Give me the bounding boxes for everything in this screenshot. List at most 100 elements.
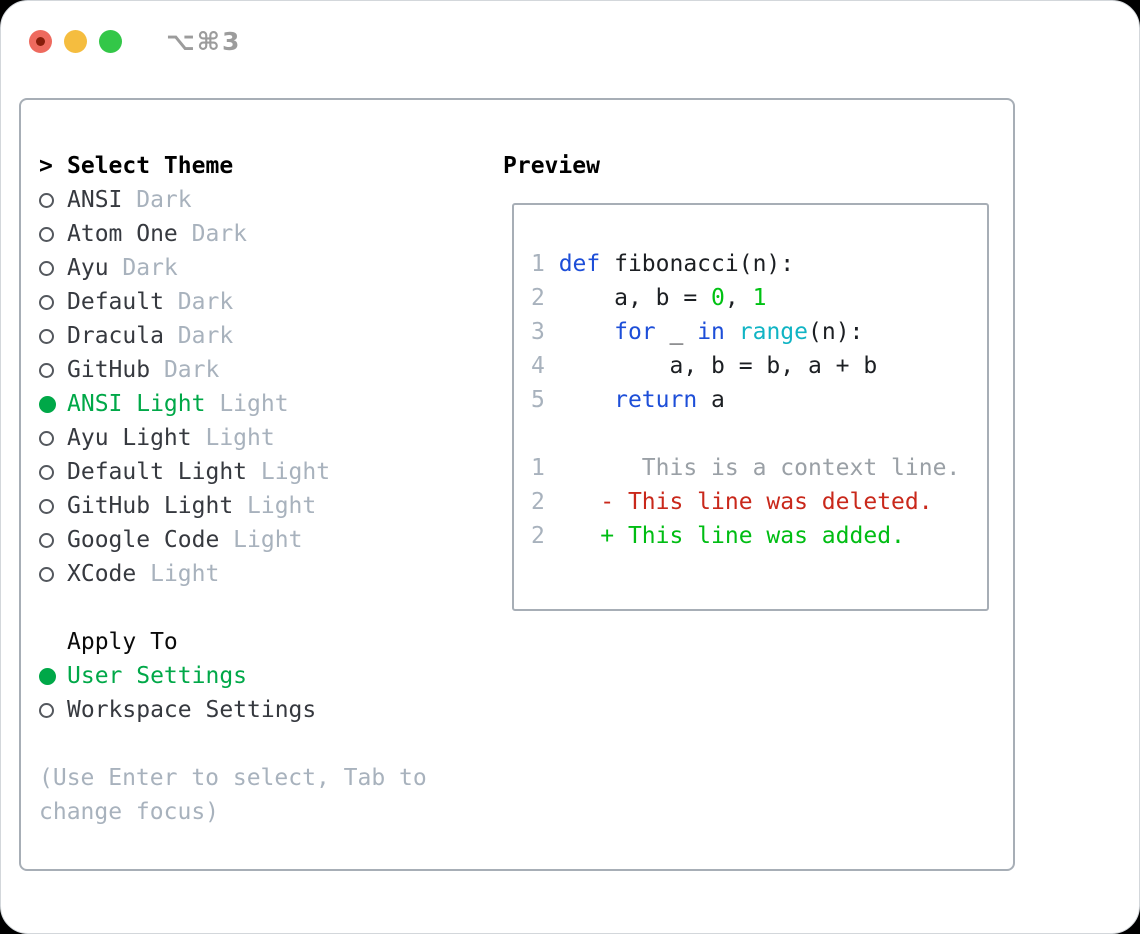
line-number: 1 bbox=[531, 455, 559, 481]
focus-arrow-icon: > bbox=[39, 153, 53, 179]
diff-line: 2 + This line was added. bbox=[531, 523, 905, 549]
hint: (Use Enter to select, Tab to change focus… bbox=[39, 761, 427, 829]
theme-option-tag: Light bbox=[205, 391, 289, 417]
theme-option-label: Ayu Light bbox=[67, 425, 192, 451]
theme-option[interactable]: Default Dark bbox=[39, 285, 427, 319]
theme-option-label: Ayu bbox=[67, 255, 109, 281]
line-number: 2 bbox=[531, 523, 559, 549]
radio-unselected-icon bbox=[39, 328, 54, 344]
theme-option-label: XCode bbox=[67, 561, 137, 587]
select-theme-title: Select Theme bbox=[67, 153, 234, 179]
apply-to-title: Apply To bbox=[67, 629, 178, 655]
theme-option-label: GitHub bbox=[67, 357, 151, 383]
preview-box: 1 def fibonacci(n): 2 a, b = 0, 1 3 for _ … bbox=[512, 203, 989, 611]
radio-unselected-icon bbox=[39, 294, 54, 310]
preview-diff: 1 This is a context line. 2 - This line w… bbox=[531, 451, 987, 553]
code-line: 3 for _ in range(n): bbox=[531, 319, 864, 345]
spacer bbox=[531, 417, 987, 451]
window-title: ⌥⌘3 bbox=[166, 27, 242, 56]
radio-icon bbox=[39, 498, 67, 514]
code-line: 2 a, b = 0, 1 bbox=[531, 285, 767, 311]
theme-option[interactable]: GitHub Light Light bbox=[39, 489, 427, 523]
line-number: 1 bbox=[531, 251, 559, 277]
theme-option-tag: Light bbox=[219, 527, 303, 553]
line-number: 5 bbox=[531, 387, 559, 413]
theme-option-label: Default bbox=[67, 289, 164, 315]
apply-option[interactable]: User Settings bbox=[39, 659, 427, 693]
preview-code: 1 def fibonacci(n): 2 a, b = 0, 1 3 for _ … bbox=[531, 247, 987, 417]
code-line: 5 return a bbox=[531, 387, 725, 413]
theme-option-label: ANSI bbox=[67, 187, 123, 213]
titlebar: ⌥⌘3 bbox=[29, 27, 241, 56]
theme-option[interactable]: Ayu Light Light bbox=[39, 421, 427, 455]
radio-icon bbox=[39, 260, 67, 276]
theme-option[interactable]: ANSI Dark bbox=[39, 183, 427, 217]
theme-option-label: Google Code bbox=[67, 527, 220, 553]
radio-unselected-icon bbox=[39, 702, 54, 718]
radio-icon bbox=[39, 430, 67, 446]
theme-option-tag: Dark bbox=[163, 289, 234, 315]
diff-line: 2 - This line was deleted. bbox=[531, 489, 933, 515]
theme-option-label: ANSI Light bbox=[67, 391, 206, 417]
radio-selected-icon bbox=[39, 667, 56, 685]
theme-option[interactable]: Ayu Dark bbox=[39, 251, 427, 285]
theme-option[interactable]: Atom One Dark bbox=[39, 217, 427, 251]
apply-option[interactable]: Workspace Settings bbox=[39, 693, 427, 727]
radio-unselected-icon bbox=[39, 430, 54, 446]
theme-option-tag: Light bbox=[233, 493, 317, 519]
theme-option-tag: Dark bbox=[177, 221, 248, 247]
radio-unselected-icon bbox=[39, 498, 54, 514]
preview-title: Preview bbox=[503, 153, 600, 179]
theme-option[interactable]: XCode Light bbox=[39, 557, 427, 591]
apply-option-label: User Settings bbox=[67, 663, 248, 689]
theme-option-tag: Dark bbox=[150, 357, 220, 383]
select-theme-header: > Select Theme bbox=[39, 149, 427, 183]
radio-unselected-icon bbox=[39, 226, 54, 242]
theme-option-tag: Light bbox=[191, 425, 275, 451]
line-number: 4 bbox=[531, 353, 559, 379]
hint-text: (Use Enter to select, Tab to bbox=[39, 765, 427, 791]
theme-option[interactable]: Default Light Light bbox=[39, 455, 427, 489]
line-number: 2 bbox=[531, 285, 559, 311]
theme-option-label: Dracula bbox=[67, 323, 164, 349]
apply-to-header: Apply To bbox=[39, 625, 427, 659]
theme-option[interactable]: GitHub Dark bbox=[39, 353, 427, 387]
radio-icon bbox=[39, 702, 67, 718]
radio-icon bbox=[39, 532, 67, 548]
radio-unselected-icon bbox=[39, 566, 54, 582]
theme-option-tag: Light bbox=[247, 459, 331, 485]
theme-option-label: Atom One bbox=[67, 221, 178, 247]
diff-line: 1 This is a context line. bbox=[531, 455, 961, 481]
close-button-icon[interactable] bbox=[29, 30, 52, 53]
radio-icon bbox=[39, 226, 67, 242]
theme-option[interactable]: Dracula Dark bbox=[39, 319, 427, 353]
theme-option-label: GitHub Light bbox=[67, 493, 234, 519]
hint-text: change focus) bbox=[39, 799, 220, 825]
spacer bbox=[39, 591, 427, 625]
radio-icon bbox=[39, 328, 67, 344]
radio-icon bbox=[39, 294, 67, 310]
theme-option-tag: Dark bbox=[122, 187, 192, 213]
minimize-button-icon[interactable] bbox=[64, 30, 87, 53]
radio-icon bbox=[39, 464, 67, 480]
theme-option-tag: Dark bbox=[163, 323, 234, 349]
radio-unselected-icon bbox=[39, 532, 54, 548]
spacer bbox=[39, 727, 427, 761]
radio-unselected-icon bbox=[39, 464, 54, 480]
zoom-button-icon[interactable] bbox=[99, 30, 122, 53]
radio-icon bbox=[39, 566, 67, 582]
theme-option-tag: Light bbox=[136, 561, 220, 587]
radio-unselected-icon bbox=[39, 192, 54, 208]
radio-icon bbox=[39, 395, 67, 413]
line-number: 3 bbox=[531, 319, 559, 345]
theme-option[interactable]: ANSI Light Light bbox=[39, 387, 427, 421]
radio-unselected-icon bbox=[39, 260, 54, 276]
theme-option-label: Default Light bbox=[67, 459, 248, 485]
theme-option[interactable]: Google Code Light bbox=[39, 523, 427, 557]
code-line: 1 def fibonacci(n): bbox=[531, 251, 795, 277]
